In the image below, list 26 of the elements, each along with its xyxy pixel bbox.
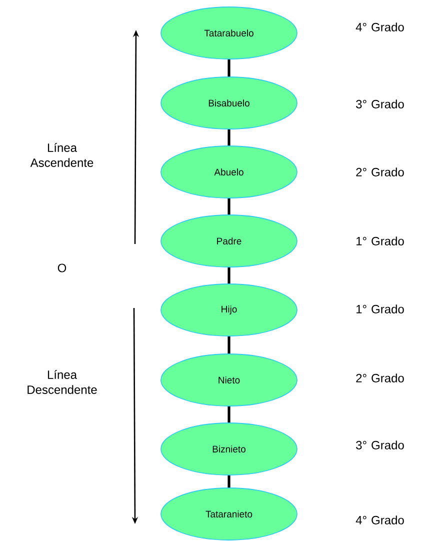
connector-line (228, 267, 230, 284)
person-oval: Hijo (160, 284, 298, 336)
degree-label: 2° Grado (356, 374, 404, 382)
person-oval: Abuelo (160, 146, 298, 198)
connector-line (228, 59, 230, 77)
side-label: O (58, 264, 66, 272)
person-oval: Biznieto (160, 422, 298, 476)
degree-label: 1° Grado (356, 236, 404, 246)
side-label: Línea Descendente (28, 370, 97, 394)
connector-line (228, 406, 230, 423)
connector-line (228, 475, 230, 488)
person-oval: Nieto (160, 354, 298, 406)
degree-label: 4° Grado (356, 22, 404, 32)
connector-line (228, 336, 230, 354)
degree-label: 2° Grado (356, 168, 404, 176)
person-oval: Tataranieto (160, 488, 298, 540)
degree-label: 4° Grado (356, 516, 404, 524)
connector-line (228, 198, 230, 215)
degree-label: 3° Grado (356, 440, 404, 450)
degree-label: 1° Grado (356, 304, 404, 314)
side-label: Línea Ascendente (30, 143, 94, 167)
degree-label: 3° Grado (356, 100, 404, 108)
person-oval: Padre (160, 214, 298, 268)
person-oval: Tatarabuelo (160, 6, 298, 60)
person-oval: Bisabuelo (160, 76, 298, 130)
connector-line (228, 129, 230, 146)
